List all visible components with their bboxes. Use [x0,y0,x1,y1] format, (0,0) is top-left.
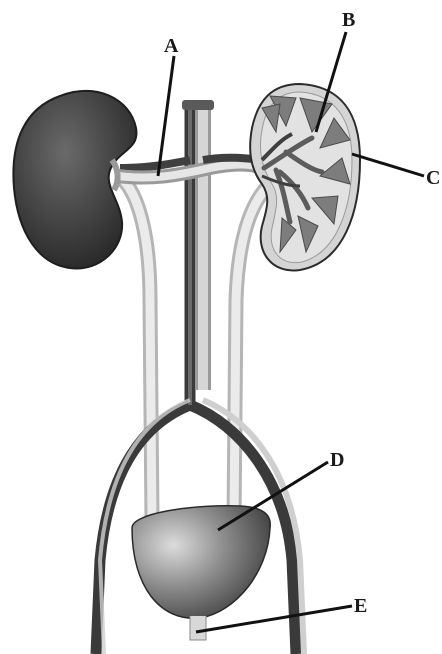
label-e: E [354,595,367,617]
label-b: B [342,9,355,31]
label-d: D [330,449,344,471]
right-kidney [250,84,360,270]
label-a: A [164,35,179,57]
renal-vessels [118,158,262,178]
bladder [132,506,270,640]
label-c: C [426,167,440,189]
leader-line-a [158,56,174,176]
left-kidney [13,91,136,269]
leader-line-c [352,154,424,176]
